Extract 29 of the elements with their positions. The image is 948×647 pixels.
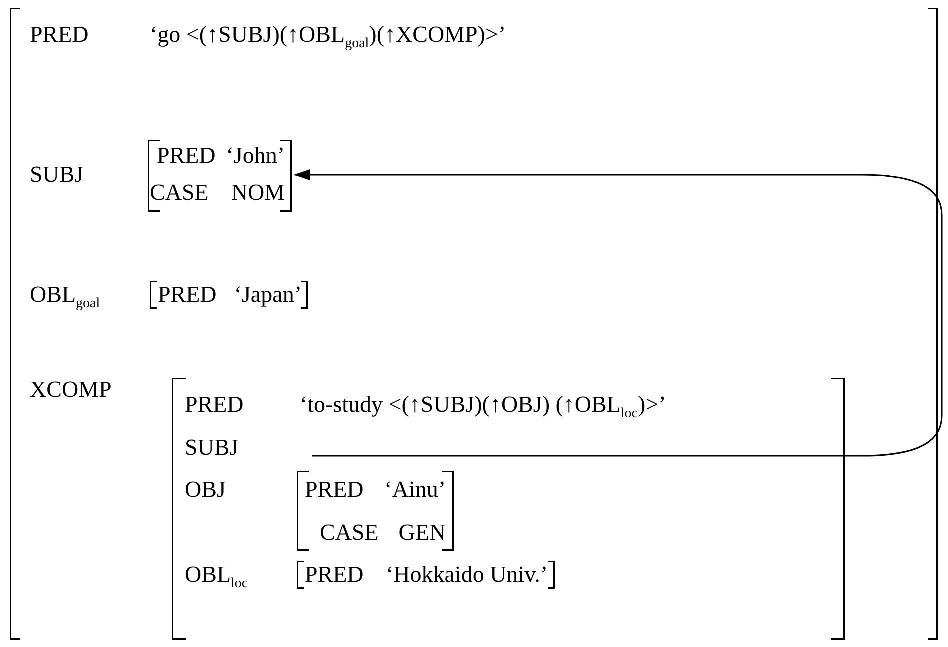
- feature-name: SUBJ: [30, 161, 84, 189]
- feature-value: ‘to-study <(↑SUBJ)(↑OBJ) (↑OBL$_{loc}$)>’: [300, 391, 666, 424]
- feature-name: OBJ: [185, 476, 226, 504]
- attribute-value-matrix: [148, 140, 292, 212]
- feature-name: CASE: [320, 519, 379, 547]
- feature-value: ‘John’: [226, 142, 285, 170]
- feature-name: SUBJ: [185, 434, 239, 462]
- feature-value: GEN: [398, 519, 446, 547]
- feature-name: OBL$_{goal}$: [30, 281, 100, 314]
- feature-value: NOM: [231, 179, 285, 207]
- feature-name: PRED: [30, 21, 89, 49]
- feature-value: ‘Japan’: [234, 281, 302, 309]
- attribute-value-matrix: [172, 378, 845, 640]
- feature-name: PRED: [305, 476, 364, 504]
- feature-value: ‘Ainu’: [384, 476, 446, 504]
- attribute-value-matrix: [297, 471, 454, 551]
- feature-name: PRED: [305, 561, 364, 589]
- attribute-value-matrix: [10, 8, 938, 640]
- feature-name: PRED: [158, 281, 217, 309]
- attribute-value-matrix: [297, 561, 555, 589]
- feature-name: CASE: [150, 179, 209, 207]
- attribute-value-matrix: [150, 281, 308, 309]
- feature-name: PRED: [185, 391, 244, 419]
- feature-name: XCOMP: [30, 376, 112, 404]
- feature-value: ‘Hokkaido Univ.’: [386, 561, 548, 589]
- feature-name: OBL$_{loc}$: [185, 561, 248, 594]
- feature-name: PRED: [157, 142, 216, 170]
- arrow: [294, 170, 943, 457]
- feature-value: ‘go <(↑SUBJ)(↑OBL$_{goal}$)(↑XCOMP)>’: [150, 21, 506, 54]
